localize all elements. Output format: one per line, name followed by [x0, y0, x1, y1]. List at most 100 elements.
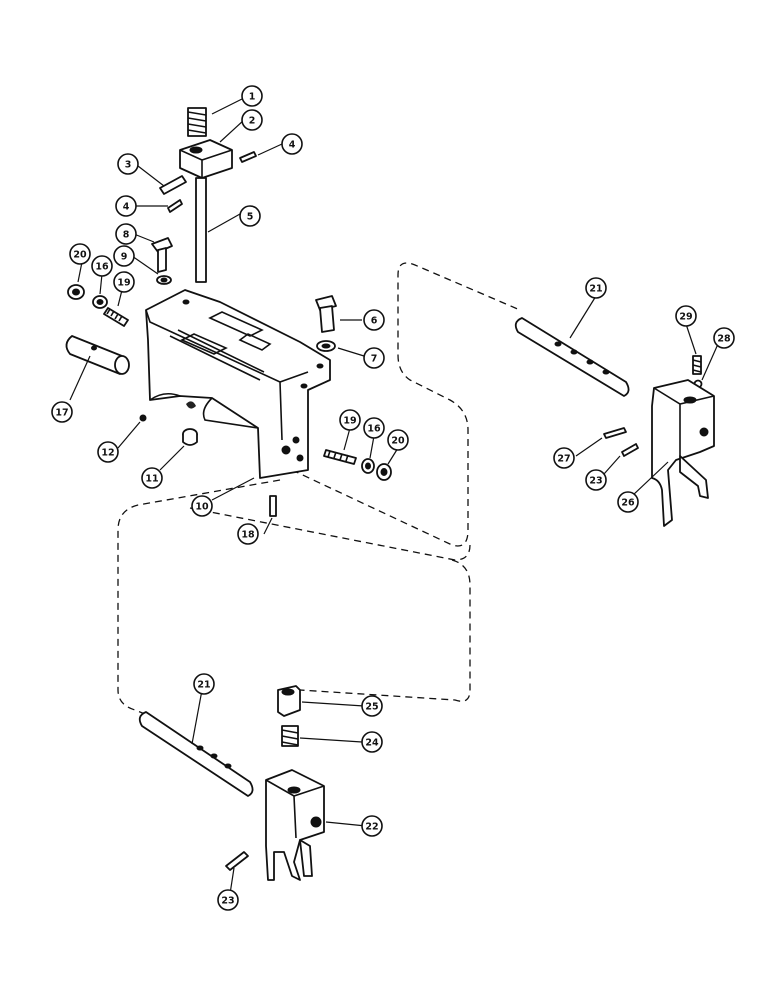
assembly-dashed-outline-upper — [291, 262, 521, 547]
shift-rod-part-5 — [195, 177, 207, 283]
callout-circle — [115, 195, 137, 217]
callout-26: 26 — [617, 491, 639, 513]
callout-7: 7 — [363, 347, 385, 369]
callout-23: 23 — [585, 469, 607, 491]
callout-21: 21 — [585, 277, 607, 299]
callout-bubbles: 1234456789101112161617181919202021212223… — [51, 85, 735, 911]
callout-29: 29 — [675, 305, 697, 327]
callout-19: 19 — [339, 409, 361, 431]
callout-circle — [69, 243, 91, 265]
bolt-part-6 — [315, 295, 337, 333]
callout-circle — [361, 815, 383, 837]
callout-number: 23 — [221, 895, 234, 906]
callout-circle — [585, 277, 607, 299]
washer-part-9 — [156, 275, 172, 285]
callout-number: 19 — [117, 277, 130, 288]
callout-circle — [281, 133, 303, 155]
callout-27: 27 — [553, 447, 575, 469]
callout-number: 24 — [365, 737, 379, 748]
pin-part-23-upper — [621, 443, 639, 457]
callout-24: 24 — [361, 731, 383, 753]
shift-rail-part-21-lower — [138, 711, 254, 797]
callout-circle — [51, 401, 73, 423]
shifter-housing-part-10 — [145, 289, 331, 479]
callout-number: 5 — [247, 211, 254, 222]
callout-number: 28 — [717, 333, 731, 344]
ball-part-12 — [139, 414, 147, 422]
callout-circle — [675, 305, 697, 327]
callout-circle — [91, 255, 113, 277]
pin-part-27 — [603, 427, 627, 439]
callout-18: 18 — [237, 523, 259, 545]
callout-number: 11 — [145, 473, 158, 484]
callout-circle — [363, 347, 385, 369]
bolt-part-8 — [151, 237, 173, 273]
callout-circle — [237, 523, 259, 545]
callout-number: 9 — [121, 251, 128, 262]
callout-circle — [141, 467, 163, 489]
plug-part-11 — [182, 428, 198, 446]
detent-block-part-2 — [179, 139, 233, 179]
callout-circle — [553, 447, 575, 469]
callout-circle — [117, 153, 139, 175]
callout-number: 12 — [101, 447, 114, 458]
nut-part-20-right — [376, 463, 392, 481]
callout-circle — [713, 327, 735, 349]
callout-number: 17 — [55, 407, 68, 418]
callout-circle — [361, 731, 383, 753]
callout-number: 16 — [95, 261, 109, 272]
callout-number: 2 — [249, 115, 256, 126]
callout-6: 6 — [363, 309, 385, 331]
callout-1: 1 — [241, 85, 263, 107]
callout-number: 22 — [365, 821, 378, 832]
callout-circle — [241, 109, 263, 131]
callout-16: 16 — [363, 417, 385, 439]
callout-circle — [361, 695, 383, 717]
washer-part-7 — [316, 340, 336, 352]
callout-circle — [115, 223, 137, 245]
callout-3: 3 — [117, 153, 139, 175]
block-part-25 — [277, 685, 301, 717]
spring-part-1 — [187, 107, 207, 137]
sleeve-part-17 — [65, 335, 130, 375]
callout-number: 25 — [365, 701, 378, 712]
callout-number: 7 — [371, 353, 378, 364]
callout-circle — [217, 889, 239, 911]
callout-12: 12 — [97, 441, 119, 463]
callout-2: 2 — [241, 109, 263, 131]
roll-pin-part-4-upper — [239, 151, 257, 163]
callout-circle — [239, 205, 261, 227]
callout-10: 10 — [191, 495, 213, 517]
callout-number: 1 — [249, 91, 256, 102]
callout-circle — [339, 409, 361, 431]
callout-number: 29 — [679, 311, 692, 322]
callout-number: 3 — [125, 159, 132, 170]
callout-9: 9 — [113, 245, 135, 267]
pin-part-23-lower — [225, 851, 249, 871]
spring-part-24 — [281, 725, 299, 747]
callout-number: 6 — [371, 315, 378, 326]
shift-rail-part-21-upper — [514, 317, 630, 397]
shift-fork-part-26 — [651, 379, 715, 527]
callout-number: 27 — [557, 453, 570, 464]
callout-21: 21 — [193, 673, 215, 695]
pin-part-3 — [159, 175, 187, 195]
callout-circle — [191, 495, 213, 517]
callout-number: 20 — [73, 249, 87, 260]
washer-part-16-left — [92, 295, 108, 309]
callout-number: 10 — [195, 501, 209, 512]
roll-pin-part-4-lower — [167, 199, 183, 213]
callout-number: 21 — [589, 283, 602, 294]
callout-circle — [97, 441, 119, 463]
callout-number: 16 — [367, 423, 381, 434]
nut-part-20-left — [67, 284, 85, 300]
shift-fork-part-22 — [265, 769, 325, 881]
callout-16: 16 — [91, 255, 113, 277]
callout-circle — [387, 429, 409, 451]
callout-11: 11 — [141, 467, 163, 489]
callout-circle — [363, 417, 385, 439]
callout-23: 23 — [217, 889, 239, 911]
callout-circle — [193, 673, 215, 695]
callout-number: 21 — [197, 679, 210, 690]
